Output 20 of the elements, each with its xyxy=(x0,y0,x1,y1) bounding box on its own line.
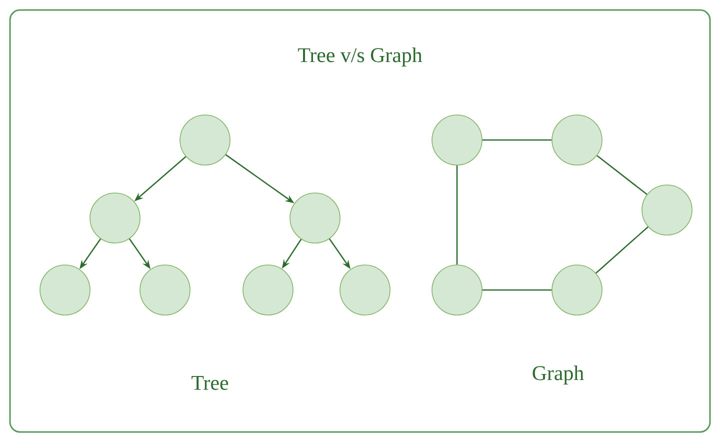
circle-node xyxy=(340,264,390,316)
circle-node xyxy=(552,264,602,316)
connector-line xyxy=(456,165,458,265)
connector-line xyxy=(596,155,648,195)
connector-line xyxy=(482,139,552,141)
circle-node xyxy=(40,264,90,316)
connector-line xyxy=(596,226,648,274)
title: Tree v/s Graph xyxy=(298,48,422,66)
circle-node xyxy=(432,264,482,316)
circle-node xyxy=(242,264,294,316)
connector-line xyxy=(482,289,552,291)
circle-node xyxy=(180,114,230,166)
circle-node xyxy=(642,184,692,236)
caption-label: Tree xyxy=(192,376,228,390)
circle-node xyxy=(552,114,602,166)
circle-node xyxy=(140,264,190,316)
caption-label: Graph xyxy=(532,366,584,384)
circle-node xyxy=(290,192,340,244)
circle-node xyxy=(90,192,140,244)
circle-node xyxy=(432,114,482,166)
